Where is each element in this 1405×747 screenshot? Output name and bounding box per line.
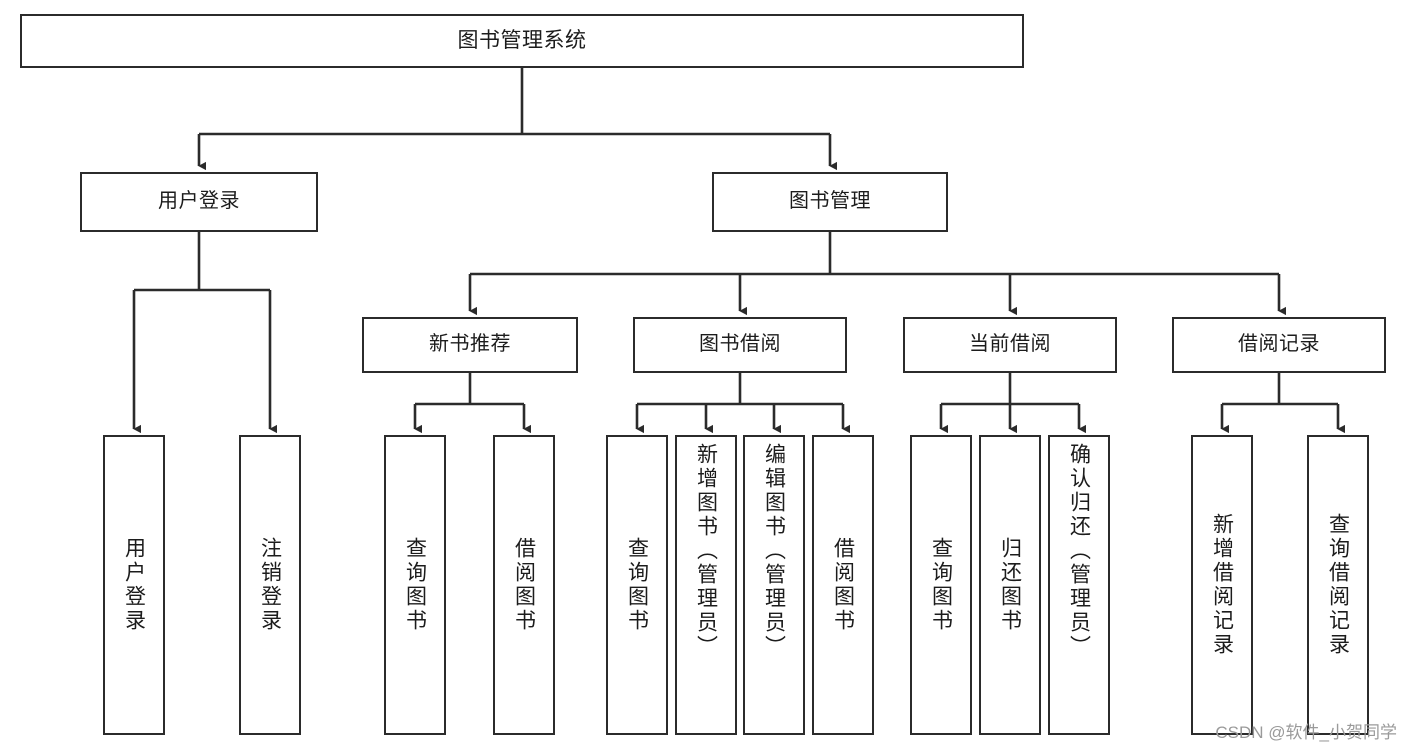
leaf-user-login[interactable]: 用户登录: [103, 435, 165, 735]
leaf-return-book[interactable]: 归还图书: [979, 435, 1041, 735]
node-label: 查询图书: [625, 537, 649, 633]
node-label: 查询图书: [929, 537, 953, 633]
leaf-logout[interactable]: 注销登录: [239, 435, 301, 735]
node-label: 图书管理: [789, 190, 871, 213]
node-book-management[interactable]: 图书管理: [712, 172, 948, 232]
leaf-confirm-return-admin[interactable]: 确认归还（管理员）: [1048, 435, 1110, 735]
node-user-login[interactable]: 用户登录: [80, 172, 318, 232]
node-label: 新增借阅记录: [1210, 513, 1234, 657]
node-label: 借阅记录: [1238, 333, 1320, 356]
node-label: 当前借阅: [969, 333, 1051, 356]
node-label: 新增图书（管理员）: [694, 443, 718, 659]
node-label: 归还图书: [998, 537, 1022, 633]
node-current-borrow[interactable]: 当前借阅: [903, 317, 1117, 373]
leaf-add-book-admin[interactable]: 新增图书（管理员）: [675, 435, 737, 735]
leaf-borrow-book-recommend[interactable]: 借阅图书: [493, 435, 555, 735]
node-label: 确认归还（管理员）: [1067, 443, 1091, 659]
leaf-add-borrow-record[interactable]: 新增借阅记录: [1191, 435, 1253, 735]
node-label: 图书管理系统: [457, 28, 587, 52]
node-label: 注销登录: [258, 537, 282, 633]
node-borrow-record[interactable]: 借阅记录: [1172, 317, 1386, 373]
leaf-query-book-borrow[interactable]: 查询图书: [606, 435, 668, 735]
node-book-borrow[interactable]: 图书借阅: [633, 317, 847, 373]
node-new-book-recommend[interactable]: 新书推荐: [362, 317, 578, 373]
leaf-query-borrow-record[interactable]: 查询借阅记录: [1307, 435, 1369, 735]
node-label: 编辑图书（管理员）: [762, 443, 786, 659]
leaf-edit-book-admin[interactable]: 编辑图书（管理员）: [743, 435, 805, 735]
watermark-text: CSDN @软件_小贺同学: [1215, 723, 1397, 742]
node-label: 查询借阅记录: [1326, 513, 1350, 657]
leaf-query-book-recommend[interactable]: 查询图书: [384, 435, 446, 735]
leaf-query-book-current[interactable]: 查询图书: [910, 435, 972, 735]
node-label: 图书借阅: [699, 333, 781, 356]
node-label: 新书推荐: [429, 333, 511, 356]
leaf-borrow-book[interactable]: 借阅图书: [812, 435, 874, 735]
node-label: 用户登录: [158, 190, 240, 213]
node-root-library-system[interactable]: 图书管理系统: [20, 14, 1024, 68]
node-label: 查询图书: [403, 537, 427, 633]
node-label: 借阅图书: [512, 537, 536, 633]
node-label: 借阅图书: [831, 537, 855, 633]
node-label: 用户登录: [122, 537, 146, 633]
